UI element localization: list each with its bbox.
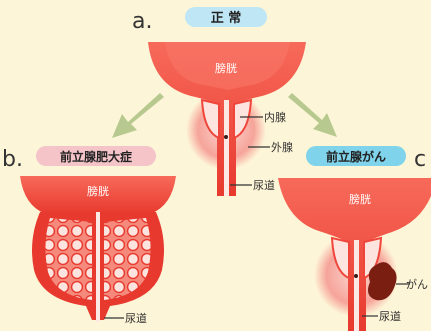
panel-b-urethra xyxy=(96,212,100,322)
panel-c-bladder-label: 膀胱 xyxy=(349,192,371,206)
panel-c-duct-dot xyxy=(354,274,358,278)
arrow-to-b xyxy=(112,93,164,138)
arrow-to-c xyxy=(288,93,337,137)
panel-a-outer-gland-label: 外腺 xyxy=(271,140,293,154)
panel-c-urethra-label: 尿道 xyxy=(379,309,401,323)
panel-a-urethra-label: 尿道 xyxy=(253,178,275,192)
panel-c-letter: c xyxy=(414,147,426,172)
panel-c-title: 前立腺がん xyxy=(326,149,386,164)
panel-a-title: 正 常 xyxy=(211,10,242,26)
panel-b: b. 前立腺肥大症 膀胱 尿道 xyxy=(2,146,176,325)
panel-a-urethra xyxy=(224,100,229,196)
panel-c-urethra xyxy=(354,240,359,331)
panel-b-title: 前立腺肥大症 xyxy=(60,149,132,164)
panel-c: 前立腺がん c 膀胱 がん 尿道 xyxy=(278,146,431,331)
panel-a-letter: a. xyxy=(132,9,152,34)
panel-c-cancer-label: がん xyxy=(406,277,428,291)
panel-b-letter: b. xyxy=(2,147,23,172)
panel-a-inner-gland-label: 内腺 xyxy=(264,110,286,124)
panel-a-duct-dot xyxy=(224,135,228,139)
arrow-left-icon xyxy=(112,93,164,138)
arrow-right-icon xyxy=(288,93,337,137)
panel-b-urethra-label: 尿道 xyxy=(125,311,147,325)
panel-b-bladder-label: 膀胱 xyxy=(87,184,109,198)
panel-a-bladder-label: 膀胱 xyxy=(215,61,237,75)
